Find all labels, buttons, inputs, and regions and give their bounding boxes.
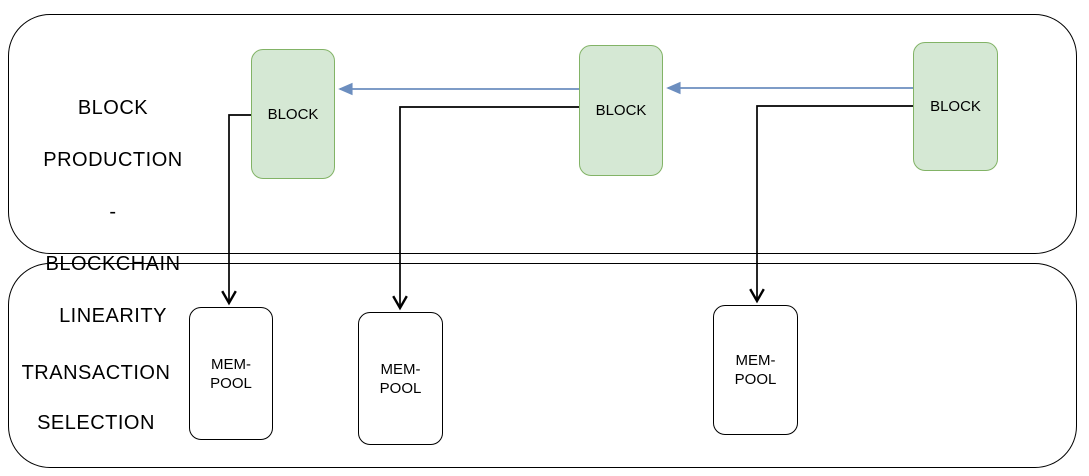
- mempool-label-line1: MEM-: [380, 360, 421, 378]
- block-node-2: BLOCK: [579, 45, 663, 176]
- mempool-node-label: MEM- POOL: [380, 360, 422, 398]
- transaction-selection-title: TRANSACTION SELECTION: [12, 336, 180, 461]
- mempool-label-line1: MEM-: [211, 355, 251, 373]
- mempool-label-line2: POOL: [734, 371, 777, 388]
- mempool-node-1: MEM- POOL: [189, 307, 273, 440]
- mempool-node-3: MEM- POOL: [713, 305, 798, 435]
- block-node-3: BLOCK: [913, 42, 998, 171]
- mempool-node-label: MEM- POOL: [210, 355, 252, 393]
- title-line: LINEARITY: [59, 305, 167, 327]
- mempool-node-2: MEM- POOL: [358, 312, 443, 445]
- title-line: TRANSACTION: [21, 362, 171, 384]
- block-node-label: BLOCK: [267, 105, 319, 123]
- mempool-label-line2: POOL: [379, 379, 422, 397]
- block-node-1: BLOCK: [251, 49, 335, 179]
- block-node-label: BLOCK: [930, 98, 981, 115]
- mempool-label-line1: MEM-: [735, 352, 776, 369]
- block-node-label: BLOCK: [595, 102, 647, 119]
- mempool-label-line2: POOL: [210, 374, 252, 392]
- title-line: -: [109, 201, 117, 223]
- mempool-node-label: MEM- POOL: [735, 351, 777, 389]
- block-production-title: BLOCK PRODUCTION - BLOCKCHAIN LINEARITY: [18, 69, 208, 355]
- title-line: BLOCK: [77, 97, 149, 119]
- title-line: PRODUCTION: [43, 149, 183, 171]
- title-line: BLOCKCHAIN: [45, 253, 181, 275]
- title-line: SELECTION: [37, 412, 155, 434]
